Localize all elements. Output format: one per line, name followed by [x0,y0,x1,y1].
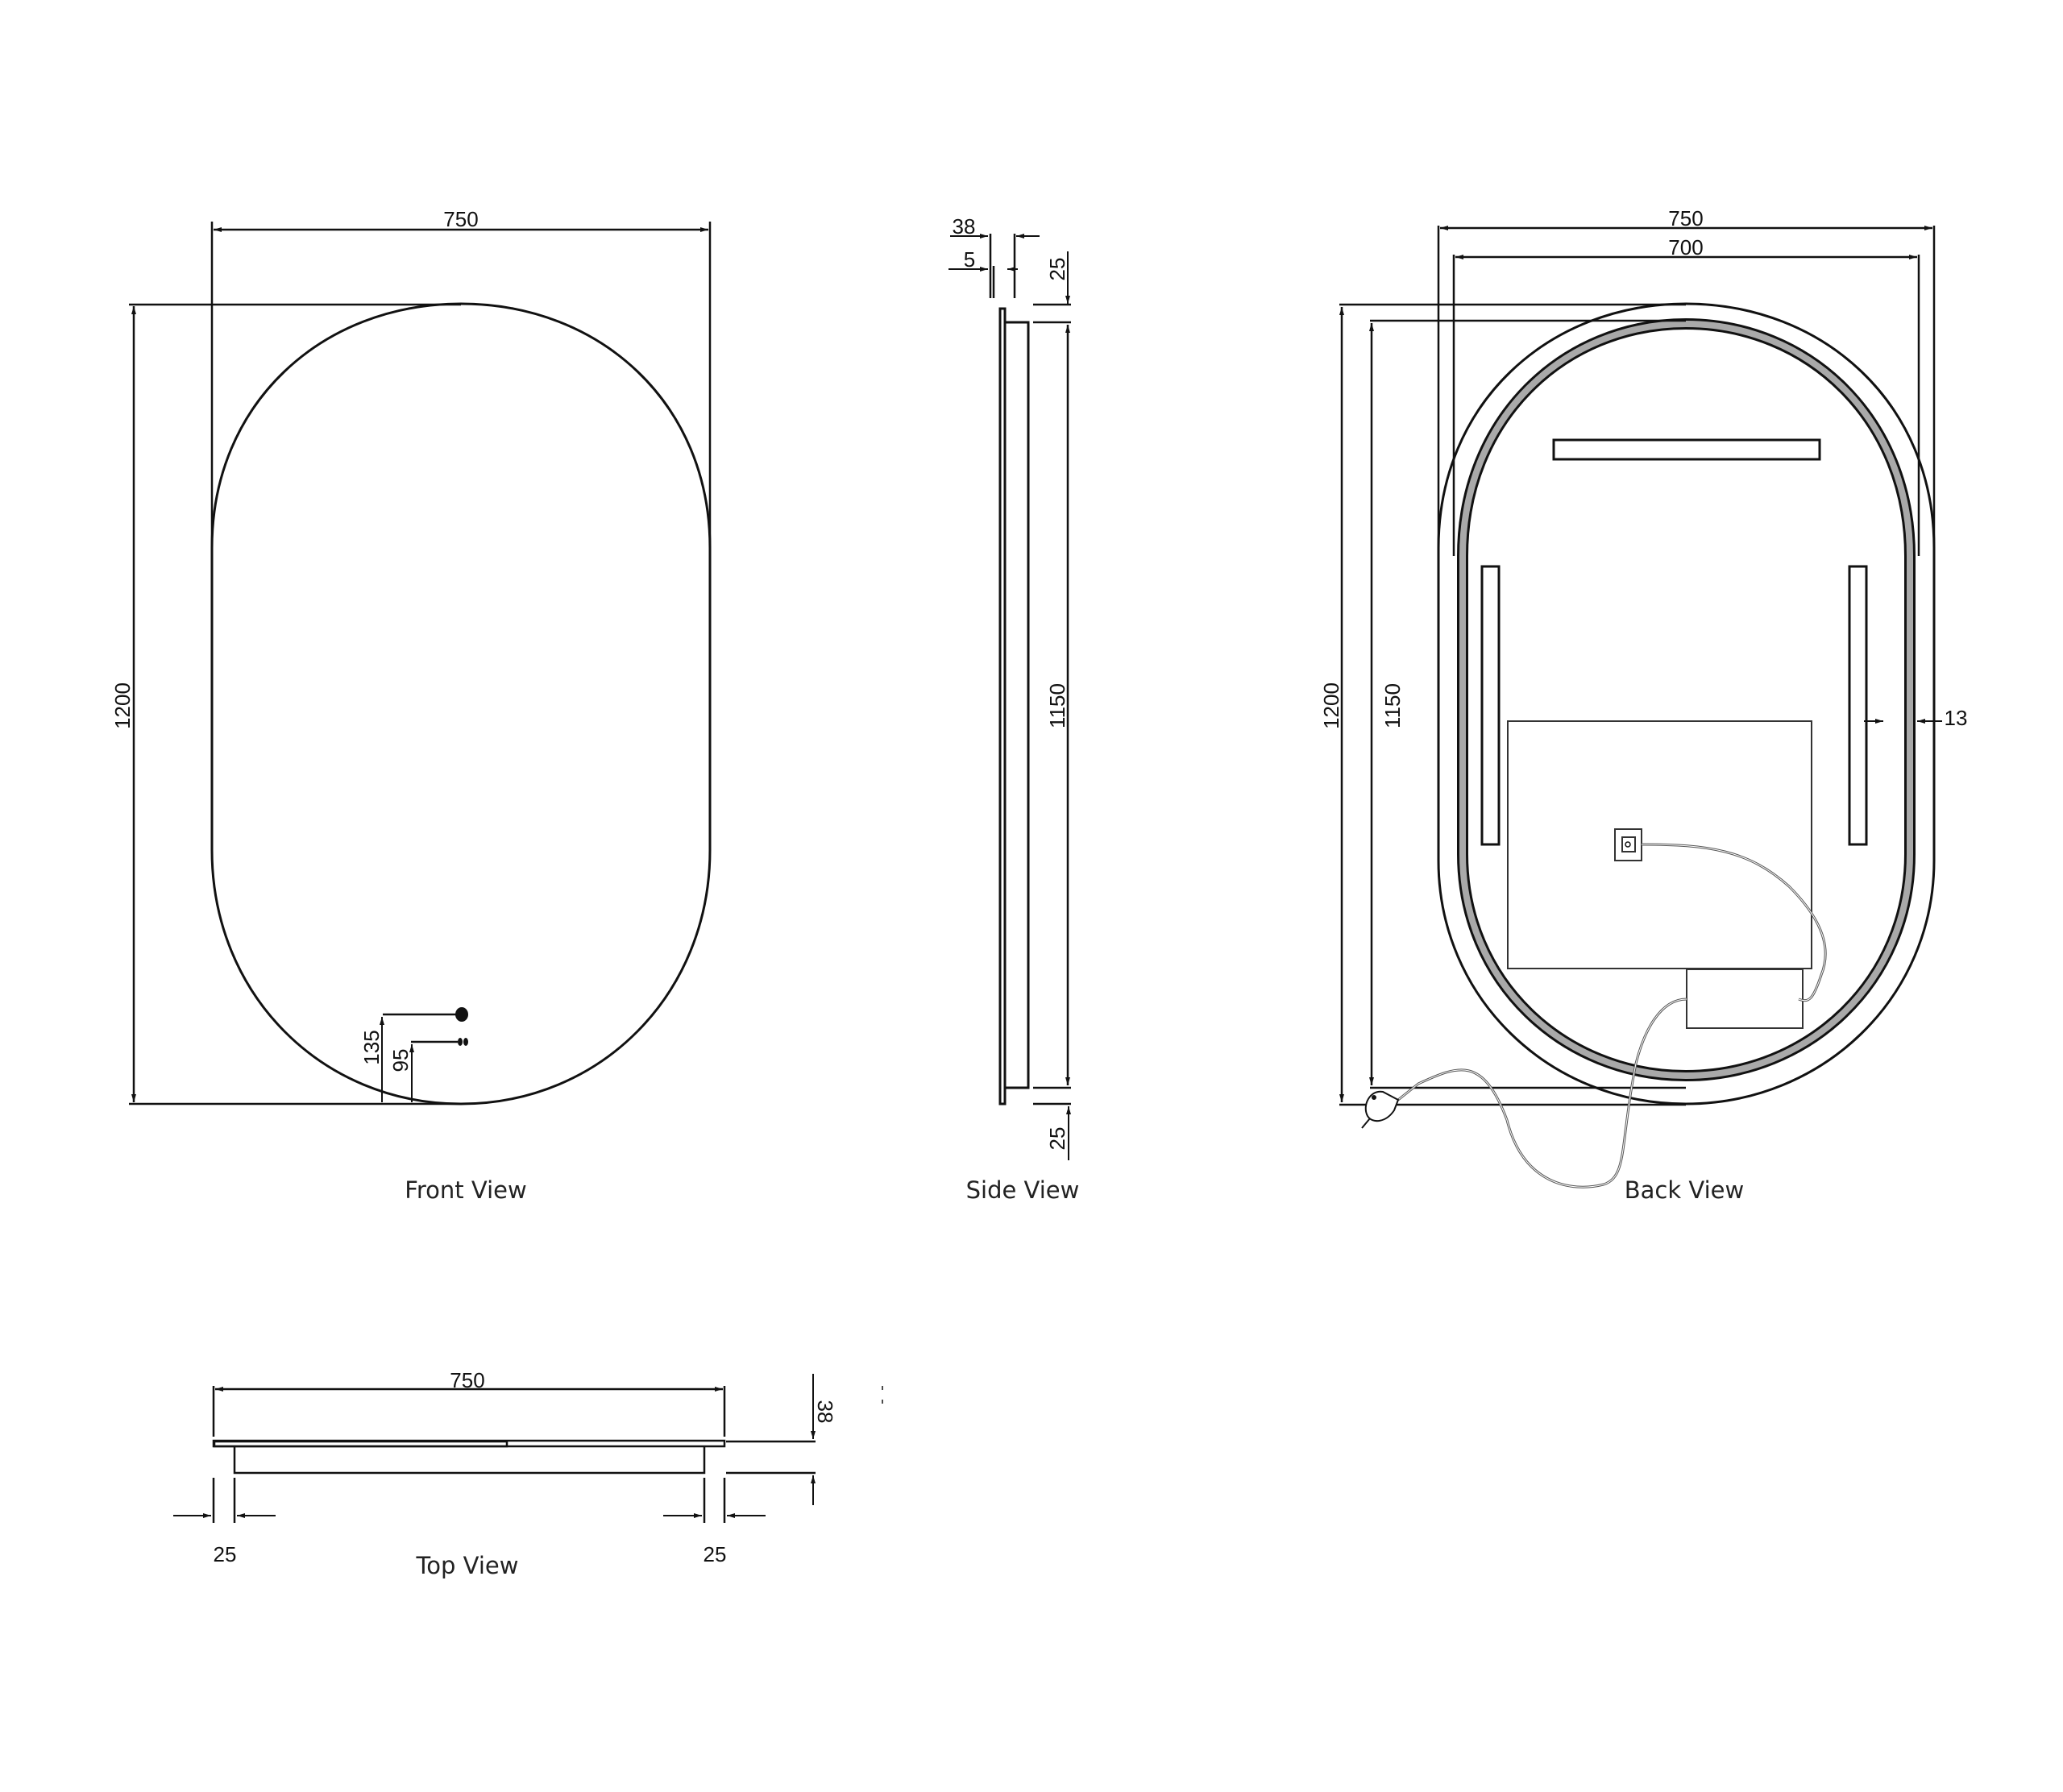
back-view [1339,226,1942,1106]
front-mirror-outline [210,302,712,1105]
power-plug-icon [1361,1090,1400,1129]
sensor-upper-label: 135 [359,1030,384,1064]
dimmer-sensor-icon [458,1038,468,1046]
transformer-box [1686,969,1804,1029]
back-view-title: Back View [1625,1176,1744,1204]
side-top-offset-label: 25 [1045,258,1069,281]
side-glass [998,307,1007,1105]
top-left-inset-label: 25 [214,1542,237,1566]
driver-panel [1507,720,1812,969]
connector-outer [1614,828,1642,861]
back-mirror-outline [1437,302,1936,1105]
led-strip-width-label: 13 [1945,706,1968,730]
led-bar-top [1552,438,1821,461]
top-view-title: Top View [416,1552,519,1579]
back-inner-height-label: 1150 [1380,683,1405,728]
front-width-label: 750 [443,207,478,231]
top-width-label: 750 [450,1368,484,1392]
side-glass-label: 5 [964,247,975,272]
back-inner-width-label: 700 [1668,235,1703,259]
top-view [173,1374,883,1523]
side-frame [1005,321,1030,1089]
side-depth-label: 38 [953,214,976,239]
touch-sensor-icon [455,1007,468,1022]
front-view-title: Front View [405,1176,526,1204]
side-bottom-offset-label: 25 [1045,1127,1069,1151]
top-depth-label: 38 [813,1400,837,1424]
sensor-lower-label: 95 [388,1049,413,1072]
power-cable-inner [1397,844,1826,1188]
back-outer-height-label: 1200 [1319,682,1343,729]
back-outer-width-label: 750 [1668,206,1703,230]
led-bar-left [1480,565,1501,846]
front-view [129,222,712,1105]
top-right-inset-label: 25 [704,1542,727,1566]
led-strip-ring [1457,317,1916,1082]
side-view-title: Side View [966,1176,1080,1204]
side-view [948,234,1071,1160]
led-bar-right [1848,565,1868,846]
side-height-label: 1150 [1045,683,1069,728]
front-height-label: 1200 [110,682,135,729]
